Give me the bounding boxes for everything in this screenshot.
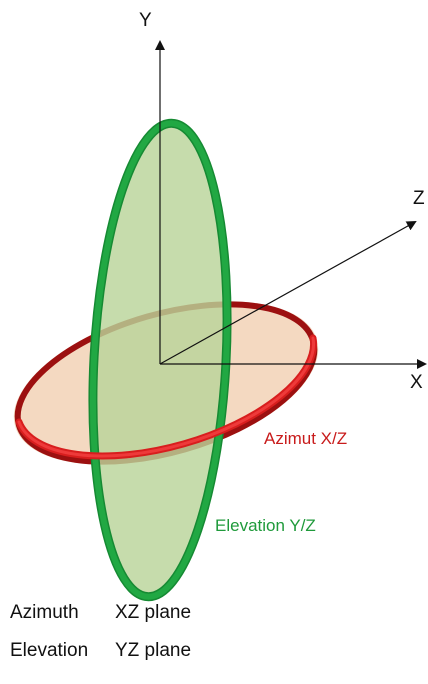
elevation-plane-label: Elevation Y/Z (215, 516, 316, 535)
legend-row-azimuth: Azimuth XZ plane (10, 594, 191, 632)
legend: Azimuth XZ plane Elevation YZ plane (10, 594, 191, 670)
z-axis (159, 221, 417, 365)
x-axis-label: X (410, 372, 423, 393)
legend-term-elevation: Elevation (10, 640, 89, 661)
legend-term-azimuth: Azimuth (10, 602, 79, 623)
legend-definition-azimuth: XZ plane (115, 602, 192, 623)
azimuth-plane-label: Azimut X/Z (264, 429, 347, 448)
legend-row-elevation: Elevation YZ plane (10, 632, 191, 670)
z-axis-label: Z (413, 188, 425, 209)
legend-definition-elevation: YZ plane (115, 640, 192, 661)
y-axis-label: Y (139, 10, 152, 31)
azimuth-ring-front-highlight (17, 336, 316, 458)
